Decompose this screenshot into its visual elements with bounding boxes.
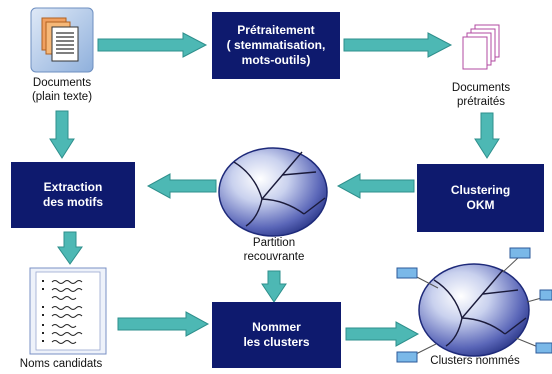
arrow-docs-pretraites-to-clustering [474,112,500,159]
extraction-box: Extraction des motifs [11,162,135,228]
clustering-line1: Clustering [450,183,511,197]
documents-pretraites-line2: prétraités [457,96,505,108]
partition-label-line2: recouvrante [243,251,305,263]
documents-label-line1: Documents [32,77,92,89]
arrow-noms-to-nommer [117,311,210,337]
nommer-box: Nommer les clusters [212,302,341,368]
arrow-pretraitement-to-docs-pretraites [343,32,453,58]
preprocessed-documents-icon [462,24,500,70]
noms-candidats-label: Noms candidats [6,357,116,371]
pretraitement-line3: mots-outils) [241,53,311,67]
arrow-nommer-to-clusters [345,321,420,347]
pretraitement-line1: Prétraitement [237,23,315,37]
clusters-nommes-line1: Clusters nommés [430,355,520,367]
arrow-clustering-to-partition [336,173,415,199]
arrow-partition-to-nommer [261,270,287,303]
arrow-documents-to-extraction [49,110,75,159]
clustering-line2: OKM [466,198,495,212]
arrow-extraction-to-noms [57,231,83,265]
arrow-partition-to-extraction [146,173,217,199]
partition-ellipse-icon [218,147,328,237]
partition-label-line1: Partition [252,237,296,249]
pretraitement-line2: ( stemmatisation, [226,38,326,52]
documents-label-line2: (plain texte) [31,91,93,103]
arrow-documents-to-pretraitement [97,32,208,58]
candidate-names-list-icon [29,267,107,355]
pretraitement-box: Prétraitement ( stemmatisation, mots-out… [212,12,340,79]
documents-label: Documents (plain texte) [12,76,112,104]
nommer-line2: les clusters [243,335,310,349]
extraction-line1: Extraction [43,180,103,194]
partition-label: Partition recouvrante [224,236,324,264]
documents-icon [30,7,94,73]
extraction-line2: des motifs [42,195,103,209]
named-clusters-ellipse-icon [396,247,552,363]
noms-candidats-line1: Noms candidats [19,358,103,370]
clustering-box: Clustering OKM [417,164,544,232]
clusters-nommes-label: Clusters nommés [420,354,530,368]
documents-pretraites-line1: Documents [451,82,511,94]
nommer-line1: Nommer [252,320,301,334]
documents-pretraites-label: Documents prétraités [436,81,526,109]
